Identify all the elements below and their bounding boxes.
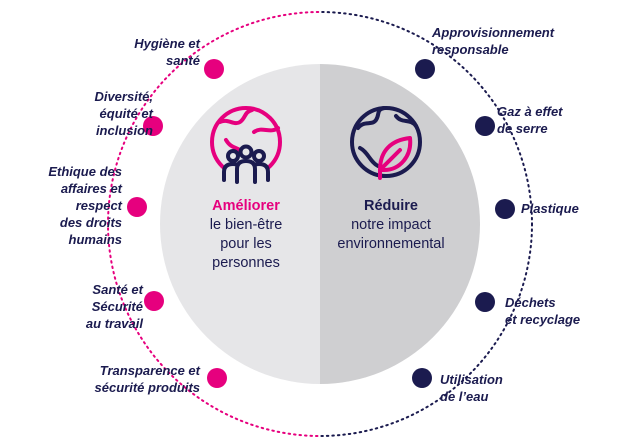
item-label-water: Utilisation de l’eau xyxy=(440,372,503,404)
item-label-waste: Déchets et recyclage xyxy=(505,295,581,327)
item-label-transparency: Transparence et sécurité produits xyxy=(94,363,200,395)
item-label-ghg: Gaz à effet de serre xyxy=(497,104,563,136)
center-left-heading: Améliorer xyxy=(212,198,280,214)
center-right-body: notre impact environnemental xyxy=(337,217,445,252)
right-dot xyxy=(412,368,432,388)
item-label-hygiene: Hygiène et santé xyxy=(134,36,200,68)
center-left-body: le bien-être pour les personnes xyxy=(209,217,283,271)
globe-people-icon xyxy=(210,106,282,184)
outer-ring-right xyxy=(320,11,533,437)
globe-leaf-icon xyxy=(350,106,422,180)
right-dot xyxy=(415,59,435,79)
item-label-plastic: Plastique xyxy=(521,201,579,216)
inner-disc-right xyxy=(320,64,480,384)
right-dot xyxy=(475,292,495,312)
item-label-ethics: Ethique des affaires et respect des droi… xyxy=(48,164,122,247)
center-left-text: Améliorer le bien-être pour les personne… xyxy=(186,197,306,273)
right-dot xyxy=(495,199,515,219)
left-dot xyxy=(143,116,163,136)
left-dot xyxy=(204,59,224,79)
outer-ring-left xyxy=(107,11,320,437)
left-dot xyxy=(144,291,164,311)
left-dot xyxy=(207,368,227,388)
left-dot xyxy=(127,197,147,217)
item-label-sourcing: Approvisionnement responsable xyxy=(432,25,555,57)
center-right-heading: Réduire xyxy=(364,198,418,214)
center-right-text: Réduire notre impact environnemental xyxy=(318,197,464,254)
right-dot xyxy=(475,116,495,136)
item-label-safety: Santé et Sécurité au travail xyxy=(85,282,143,331)
item-label-diversity: Diversité, équité et inclusion xyxy=(94,89,153,138)
